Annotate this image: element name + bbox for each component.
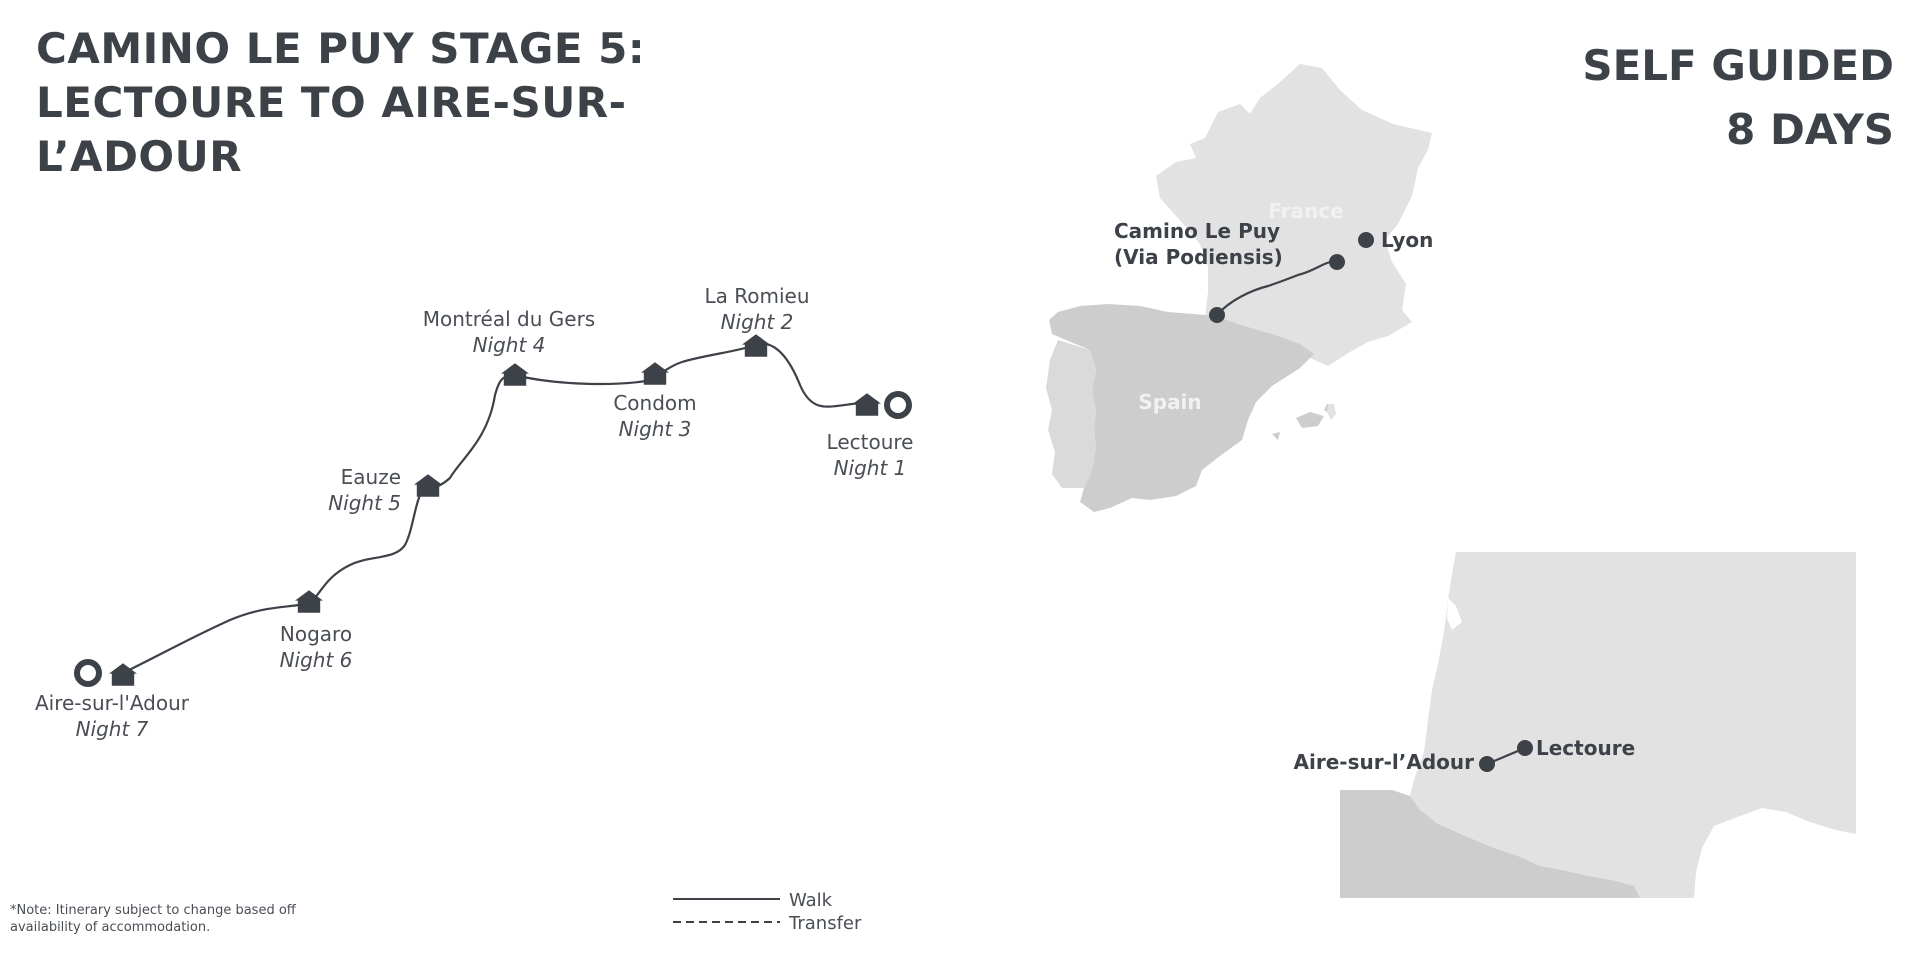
stop-night: Night 3 <box>619 417 692 441</box>
stop-lectoure-house-icon <box>853 393 881 416</box>
stop-name: Lectoure <box>827 430 914 454</box>
stop-night: Night 5 <box>328 491 401 515</box>
france-shape <box>1156 64 1432 366</box>
camino-route-line <box>1216 260 1338 316</box>
page-title: CAMINO LE PUY STAGE 5: LECTOURE TO AIRE-… <box>36 22 645 184</box>
walk-route-line <box>124 342 879 673</box>
regional-label-aire: Aire-sur-l’Adour <box>1294 750 1475 774</box>
stop-label-lectoure: Lectoure Night 1 <box>827 430 914 480</box>
stop-night: Night 7 <box>76 717 149 741</box>
legend-walk-label: Walk <box>789 890 833 911</box>
stop-name: Aire-sur-l'Adour <box>35 691 190 715</box>
stop-label-condom: Condom Night 3 <box>613 391 696 441</box>
regional-lectoure-point <box>1517 740 1533 756</box>
legend-transfer-label: Transfer <box>788 913 862 934</box>
regional-map: Lectoure Aire-sur-l’Adour <box>1294 552 1856 898</box>
stop-condom-house-icon <box>641 362 669 385</box>
stop-night: Night 6 <box>280 648 353 672</box>
overview-map: France Spain Camino Le Puy (Via Podiensi… <box>1046 64 1433 512</box>
badge-line-1: SELF GUIDED <box>1582 41 1894 90</box>
title-line-3: L’ADOUR <box>36 132 243 181</box>
city-label-lyon: Lyon <box>1381 228 1433 252</box>
stop-name: La Romieu <box>704 284 809 308</box>
route-label-line-1: Camino Le Puy <box>1114 219 1280 243</box>
regional-estuary-shape <box>1447 598 1462 630</box>
itinerary-note: *Note: Itinerary subject to change based… <box>10 902 340 936</box>
spain-shape <box>1049 304 1314 512</box>
title-line-2: LECTOURE TO AIRE-SUR- <box>36 78 627 127</box>
balearic-islands-shape <box>1272 404 1334 440</box>
stop-aire-sur-ladour-house-icon <box>109 663 137 686</box>
stop-label-eauze: Eauze Night 5 <box>328 465 401 515</box>
badge-line-2: 8 DAYS <box>1726 105 1894 154</box>
regional-aire-point <box>1479 756 1495 772</box>
route-start-ring-icon <box>884 391 912 419</box>
tour-badge: SELF GUIDED 8 DAYS <box>1582 34 1894 162</box>
regional-france-shape <box>1410 552 1856 898</box>
route-end-point <box>1329 254 1345 270</box>
stop-label-aire-sur-ladour: Aire-sur-l'Adour Night 7 <box>35 691 190 741</box>
stop-name: Nogaro <box>280 622 352 646</box>
stop-name: Condom <box>613 391 696 415</box>
stop-montreal-du-gers-house-icon <box>501 363 529 386</box>
stop-label-la-romieu: La Romieu Night 2 <box>704 284 809 334</box>
route-start-point <box>1209 307 1225 323</box>
stop-label-nogaro: Nogaro Night 6 <box>280 622 353 672</box>
lyon-point <box>1358 232 1374 248</box>
corsica-shape <box>1327 404 1336 420</box>
title-line-1: CAMINO LE PUY STAGE 5: <box>36 24 646 73</box>
note-line-1: *Note: Itinerary subject to change based… <box>10 903 296 918</box>
note-line-2: availability of accommodation. <box>10 920 211 935</box>
stop-night: Night 4 <box>473 333 546 357</box>
regional-label-lectoure: Lectoure <box>1536 736 1635 760</box>
stop-night: Night 1 <box>834 456 907 480</box>
stop-night: Night 2 <box>721 310 794 334</box>
country-label-france: France <box>1268 199 1343 223</box>
stop-eauze-house-icon <box>414 474 442 497</box>
stop-name: Montréal du Gers <box>423 307 595 331</box>
stop-la-romieu-house-icon <box>742 334 770 357</box>
regional-spain-shape <box>1340 790 1640 898</box>
portugal-shape <box>1046 340 1096 488</box>
country-label-spain: Spain <box>1138 390 1201 414</box>
stop-name: Eauze <box>341 465 401 489</box>
legend: Walk Transfer <box>673 890 862 934</box>
route-end-ring-icon <box>74 659 102 687</box>
route-schematic: Lectoure Night 1 La Romieu Night 2 Condo… <box>35 284 913 741</box>
route-label-line-2: (Via Podiensis) <box>1114 245 1283 269</box>
stop-label-montreal-du-gers: Montréal du Gers Night 4 <box>423 307 595 357</box>
